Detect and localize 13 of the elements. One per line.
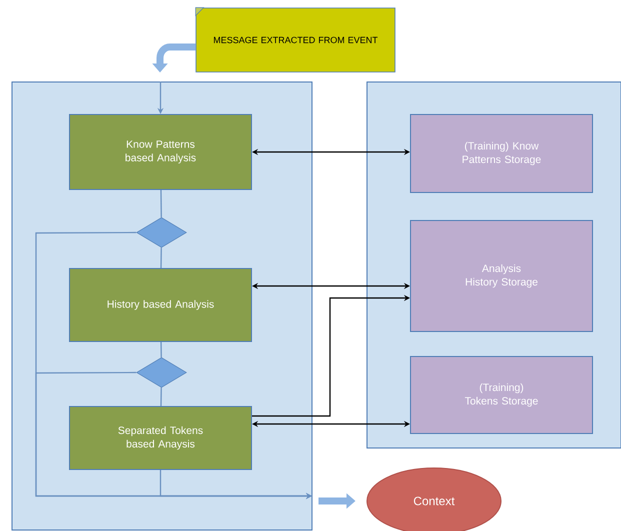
note-box: MESSAGE EXTRACTED FROM EVENT — [195, 7, 396, 72]
connector-line — [160, 190, 162, 218]
connector-line — [160, 388, 162, 406]
storage-box: (Training) Know Patterns Storage — [410, 114, 593, 193]
connector-line — [160, 248, 162, 268]
decision-diamond — [136, 217, 187, 248]
connector-line — [160, 342, 162, 358]
process-box: Know Patterns based Analysis — [69, 114, 252, 190]
storage-box: Analysis History Storage — [410, 220, 593, 332]
decision-diamond — [136, 357, 187, 388]
process-box: Separated Tokens based Anaysis — [69, 406, 252, 470]
storage-box: (Training) Tokens Storage — [410, 356, 593, 434]
process-box: History based Analysis — [69, 268, 252, 342]
